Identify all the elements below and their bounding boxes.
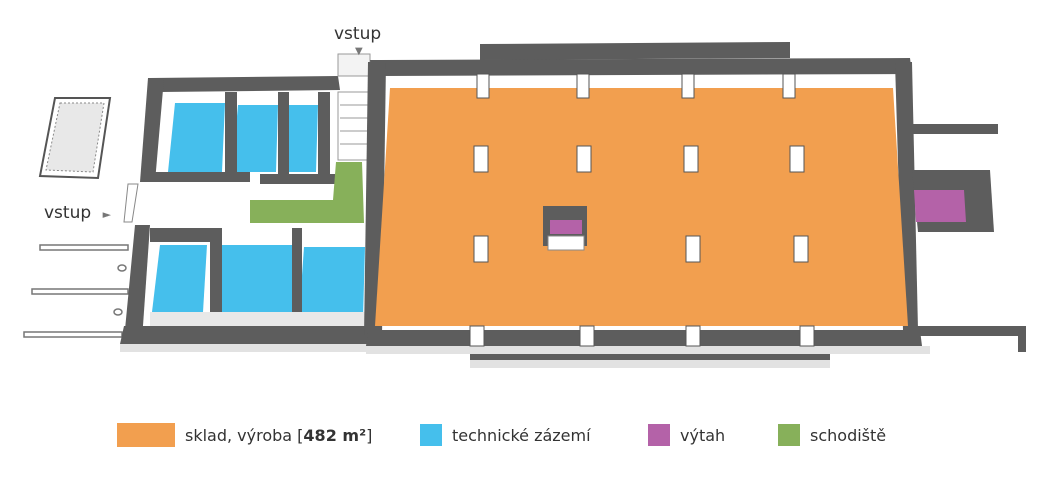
floor-plan	[23, 42, 1026, 368]
entrance-top-text: vstup	[334, 24, 382, 44]
warehouse-floor	[375, 88, 908, 326]
legend-item-technical: technické zázemí	[420, 420, 591, 450]
legend-swatch-elevator	[648, 424, 670, 446]
legend-label-technical: technické zázemí	[452, 425, 591, 445]
legend-label-warehouse: sklad, výroba [482 m²]	[185, 425, 373, 445]
right-annex	[912, 124, 1026, 352]
legend-swatch-stairs	[778, 424, 800, 446]
entrance-left-label: vstup ►	[44, 203, 111, 223]
legend-item-stairs: schodiště	[778, 420, 886, 450]
floor-grate	[38, 97, 112, 180]
left-wing-walls	[120, 76, 380, 352]
legend-item-warehouse: sklad, výroba [482 m²]	[117, 420, 372, 450]
entrance-top-label: vstup	[334, 24, 381, 44]
stair-block	[250, 53, 373, 223]
entrance-ramps	[23, 244, 129, 338]
legend-swatch-warehouse	[117, 423, 175, 447]
hall-columns	[469, 73, 815, 347]
entrance-left-text: vstup	[44, 203, 92, 223]
legend-item-elevator: výtah	[648, 420, 725, 450]
entrance-top-arrow-icon: ▼	[355, 46, 363, 57]
legend-swatch-technical	[420, 424, 442, 446]
legend-label-stairs: schodiště	[810, 425, 887, 445]
central-elevator	[543, 206, 587, 251]
legend: sklad, výroba [482 m²] technické zázemí …	[0, 420, 1040, 450]
entrance-left-arrow-icon: ►	[102, 208, 112, 221]
technical-rooms	[150, 92, 375, 326]
legend-label-elevator: výtah	[680, 425, 726, 445]
